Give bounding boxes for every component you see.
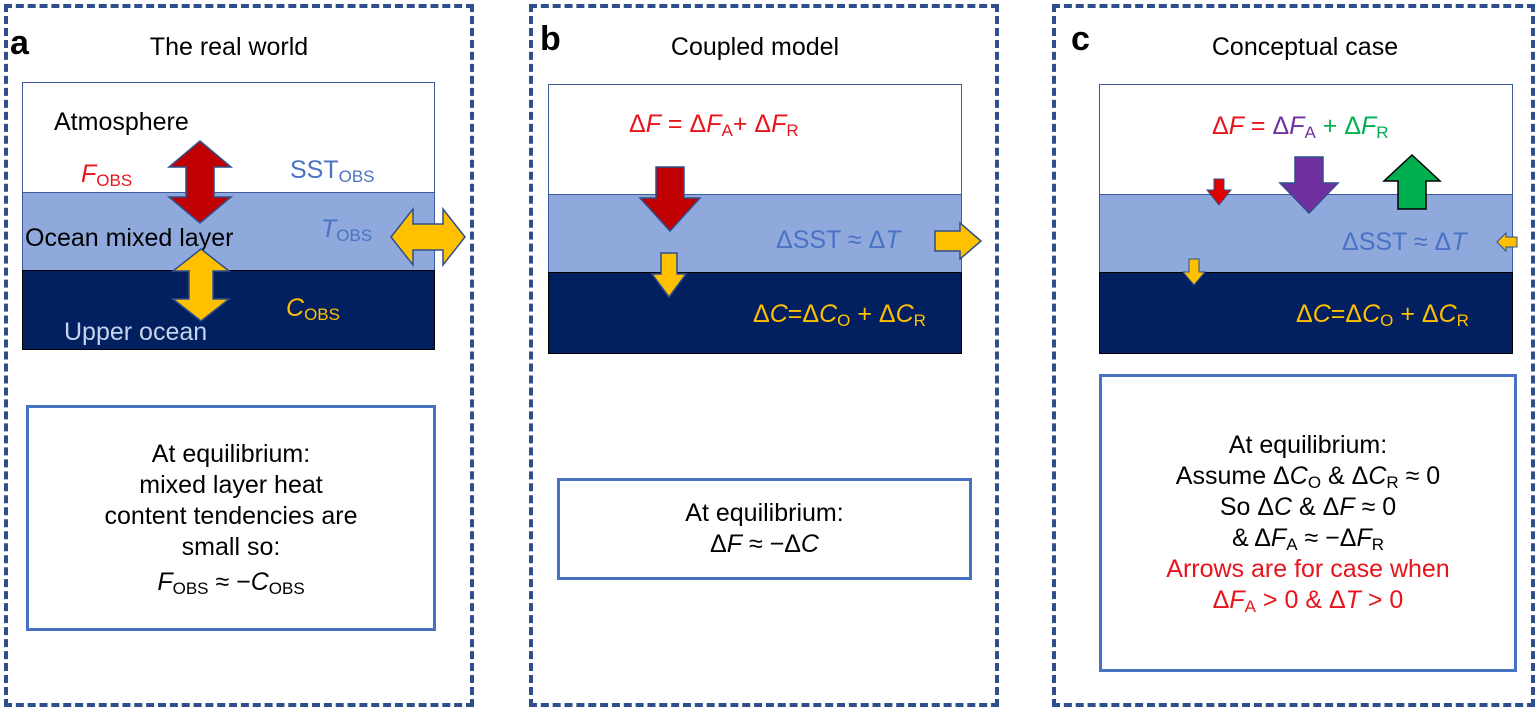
delta-c-equation-c: ΔC=ΔCO + ΔCR	[1296, 300, 1469, 330]
box-b-line1: At equilibrium:	[685, 499, 844, 527]
lateral-out-arrow-b	[934, 221, 983, 261]
sst-obs-label: SSTOBS	[290, 156, 375, 186]
equilibrium-box-a: At equilibrium: mixed layer heat content…	[26, 405, 436, 631]
upper-ocean-label: Upper ocean	[64, 318, 208, 346]
delta-c-equation-b: ΔC=ΔCO + ΔCR	[753, 300, 926, 330]
mixed-layer-label: Ocean mixed layer	[25, 224, 234, 252]
upper-ocean-layer-b	[548, 272, 962, 354]
box-c-line4: & ΔFA ≈ −ΔFR	[1231, 524, 1385, 554]
c-obs-label: COBS	[286, 294, 340, 324]
panel-b	[529, 4, 999, 707]
lateral-in-small-arrow-c	[1496, 231, 1518, 253]
panel-b-letter: b	[540, 20, 561, 58]
t-obs-label: TOBS	[321, 215, 373, 245]
delta-sst-label-b: ΔSST ≈ ΔT	[776, 226, 901, 254]
box-a-line4: small so:	[181, 532, 281, 561]
panel-a-letter: a	[10, 24, 29, 62]
box-c-line3: So ΔC & ΔF ≈ 0	[1219, 493, 1397, 521]
upper-ocean-layer-a	[22, 270, 435, 350]
atmosphere-label: Atmosphere	[54, 108, 189, 136]
box-a-line1: At equilibrium:	[151, 439, 311, 468]
delta-f-equation-c: ΔF = ΔFA + ΔFR	[1212, 112, 1389, 142]
panel-a-title: The real world	[149, 33, 309, 61]
box-a-equation: FOBS ≈ −COBS	[157, 567, 305, 598]
equilibrium-box-b: At equilibrium: ΔF ≈ −ΔC	[557, 478, 972, 580]
panel-a	[4, 4, 474, 707]
forcing-down-arrow-b	[638, 166, 702, 233]
panel-c-title: Conceptual case	[1211, 33, 1399, 61]
ocean-uptake-small-arrow-c	[1181, 258, 1207, 286]
box-b-equation: ΔF ≈ −ΔC	[710, 530, 819, 558]
f-obs-label: FOBS	[81, 160, 133, 190]
panel-c-letter: c	[1071, 20, 1090, 58]
delta-f-equation-b: ΔF = ΔFA+ ΔFR	[629, 110, 799, 140]
atmosphere-layer-b	[548, 84, 962, 196]
equilibrium-box-c: At equilibrium: Assume ΔCO & ΔCR ≈ 0 So …	[1099, 374, 1517, 672]
atmospheric-forcing-arrow-c	[1278, 156, 1340, 215]
mixed-layer-a	[22, 192, 435, 272]
heat-flux-double-arrow	[166, 140, 234, 224]
box-a-line2: mixed layer heat	[139, 470, 323, 499]
box-c-line6: ΔFA > 0 & ΔT > 0	[1212, 586, 1404, 616]
box-c-line2: Assume ΔCO & ΔCR ≈ 0	[1175, 462, 1441, 492]
ocean-exchange-double-arrow	[170, 248, 232, 322]
ocean-uptake-down-arrow-b	[650, 252, 688, 299]
mixed-layer-b	[548, 194, 962, 274]
radiative-response-arrow-c	[1382, 153, 1442, 210]
delta-sst-label-c: ΔSST ≈ ΔT	[1342, 228, 1467, 256]
lateral-transport-double-arrow	[390, 206, 466, 268]
panel-c	[1052, 4, 1535, 707]
box-c-line5: Arrows are for case when	[1166, 555, 1450, 583]
box-a-line3: content tendencies are	[104, 501, 358, 530]
net-flux-small-arrow-c	[1205, 178, 1233, 206]
box-c-line1: At equilibrium:	[1228, 431, 1388, 459]
upper-ocean-layer-c	[1099, 272, 1513, 354]
panel-b-title: Coupled model	[670, 33, 840, 61]
